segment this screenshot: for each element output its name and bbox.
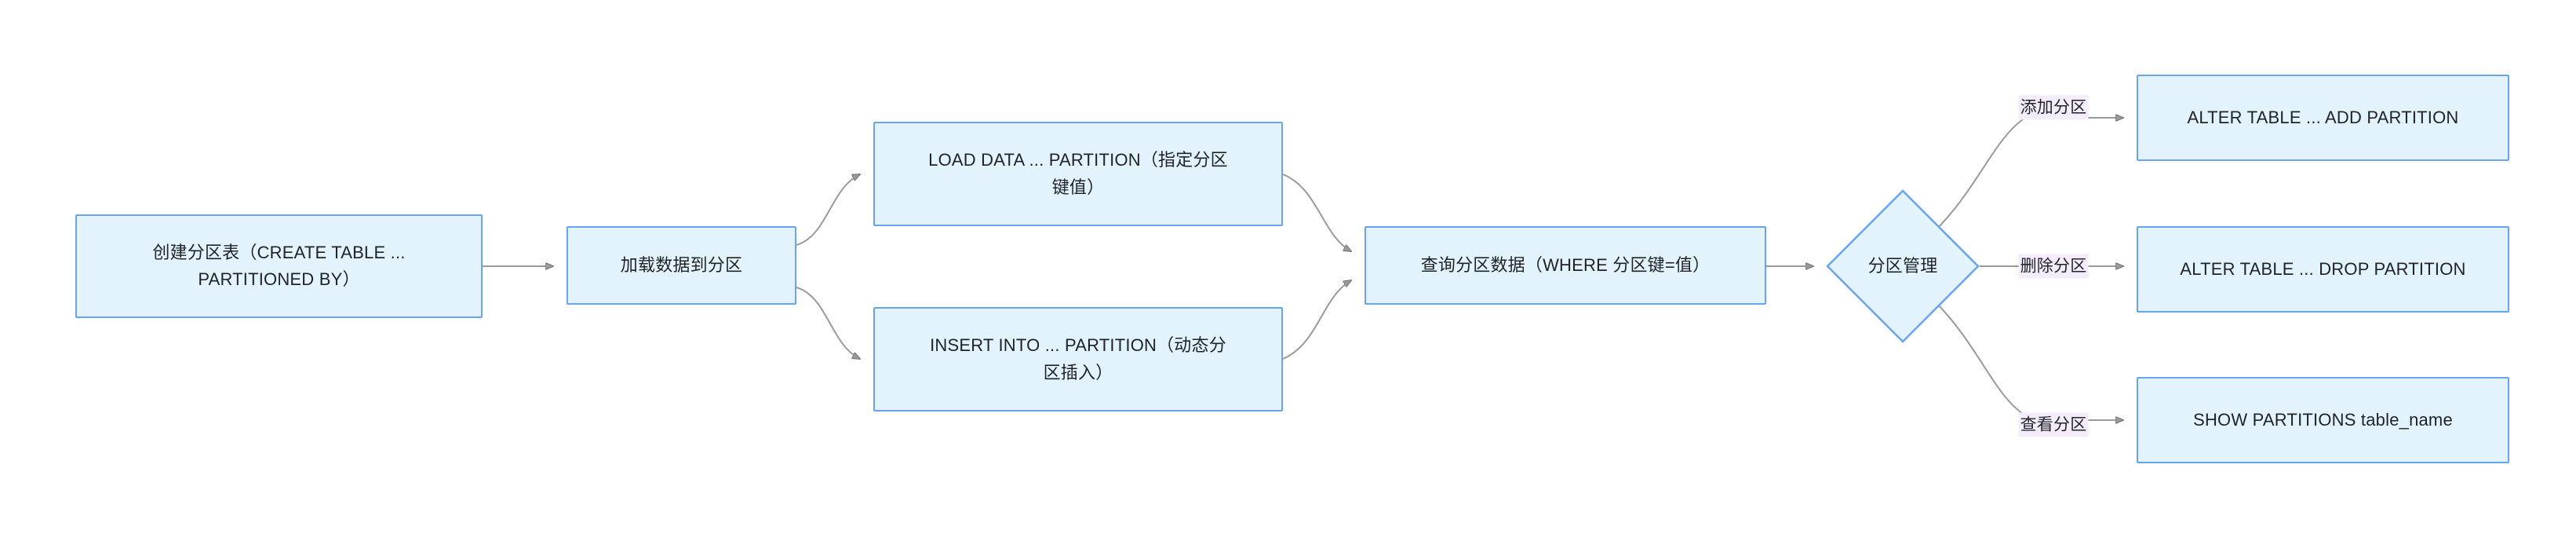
edge-load-to-load-data	[796, 174, 860, 246]
edge-insert-into-to-query	[1282, 280, 1351, 360]
node-show-partitions-table-name[interactable]: SHOW PARTITIONS table_name	[2137, 377, 2509, 463]
node-alter-table-drop-partition[interactable]: ALTER TABLE ... DROP PARTITION	[2137, 226, 2509, 313]
node-label: INSERT INTO ... PARTITION（动态分 区插入）	[930, 335, 1226, 382]
node-label: SHOW PARTITIONS table_name	[2193, 409, 2453, 430]
node-label: 查询分区数据（WHERE 分区键=值）	[1420, 254, 1711, 275]
node-label: 创建分区表（CREATE TABLE ... PARTITIONED BY）	[152, 242, 406, 289]
diamond-shape	[1826, 189, 1980, 343]
node-load-data-partition-static[interactable]: LOAD DATA ... PARTITION（指定分区 键值）	[873, 122, 1283, 226]
node-alter-table-add-partition[interactable]: ALTER TABLE ... ADD PARTITION	[2137, 75, 2509, 161]
edge-load-data-to-query	[1282, 174, 1351, 251]
node-label: ALTER TABLE ... DROP PARTITION	[2180, 258, 2466, 279]
edge-load-to-insert-into	[796, 287, 860, 359]
edge-label-add-partition: 添加分区	[2018, 95, 2089, 120]
node-label: LOAD DATA ... PARTITION（指定分区 键值）	[928, 150, 1228, 197]
node-create-partitioned-table[interactable]: 创建分区表（CREATE TABLE ... PARTITIONED BY）	[75, 214, 483, 318]
node-query-partition-data[interactable]: 查询分区数据（WHERE 分区键=值）	[1365, 226, 1766, 305]
node-partition-management[interactable]: 分区管理	[1826, 189, 1980, 343]
node-label: 分区管理	[1867, 255, 1938, 276]
edge-label-show-partitions: 查看分区	[2018, 412, 2089, 437]
node-label: ALTER TABLE ... ADD PARTITION	[2187, 107, 2459, 127]
node-load-data-into-partition[interactable]: 加载数据到分区	[567, 226, 796, 305]
edge-label-drop-partition: 删除分区	[2018, 254, 2089, 279]
node-insert-into-partition-dynamic[interactable]: INSERT INTO ... PARTITION（动态分 区插入）	[873, 307, 1283, 411]
node-label: 加载数据到分区	[620, 254, 743, 275]
